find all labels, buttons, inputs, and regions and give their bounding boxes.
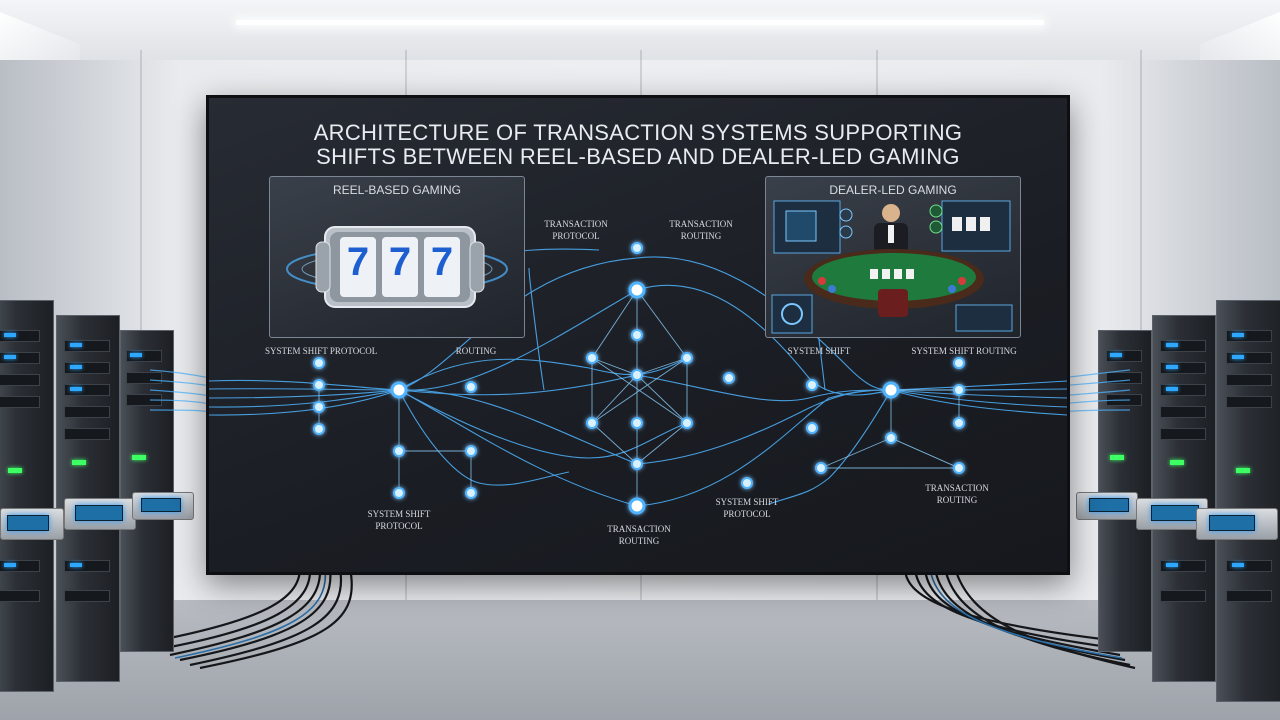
network-diagram	[209, 242, 1067, 515]
label-transaction-routing-center: TRANSACTION ROUTING	[607, 524, 671, 546]
reel-symbol: 7	[430, 240, 454, 284]
rack-console-left	[132, 492, 194, 520]
reel-symbol: 7	[346, 240, 370, 284]
display-screen: ARCHITECTURE OF TRANSACTION SYSTEMS SUPP…	[206, 95, 1070, 575]
label-system-shift-routing: SYSTEM SHIFT ROUTING	[911, 346, 1017, 356]
rack-console-left	[64, 498, 136, 530]
label-system-shift-protocol-mid: SYSTEM SHIFT PROTOCOL	[715, 497, 779, 519]
label-transaction-protocol: TRANSACTION PROTOCOL	[544, 219, 608, 241]
label-transaction-routing-right: TRANSACTION ROUTING	[925, 483, 989, 505]
server-rack-right-far	[1216, 300, 1280, 702]
label-routing: ROUTING	[455, 346, 497, 356]
reel-panel-title: REEL-BASED GAMING	[332, 183, 462, 197]
label-system-shift-protocol-left: SYSTEM SHIFT PROTOCOL	[265, 346, 378, 356]
reel-based-gaming-panel: REEL-BASED GAMING 7 7 7	[269, 176, 525, 338]
connection-lines	[209, 248, 1067, 507]
ceiling-light-strip	[236, 20, 1044, 25]
poster-title-line2: SHIFTS BETWEEN REEL-BASED AND DEALER-LED…	[316, 144, 960, 169]
slot-reel-illustration	[286, 226, 508, 308]
rack-console-right	[1076, 492, 1138, 520]
dealer-table-illustration	[771, 200, 1013, 334]
label-transaction-routing-top: TRANSACTION ROUTING	[669, 219, 733, 241]
poster-title-line1: ARCHITECTURE OF TRANSACTION SYSTEMS SUPP…	[313, 120, 963, 145]
rack-console-right	[1196, 508, 1278, 540]
rack-console-left	[0, 508, 64, 540]
label-system-shift-protocol-low: SYSTEM SHIFT PROTOCOL	[367, 509, 431, 531]
label-system-shift: SYSTEM SHIFT	[787, 346, 851, 356]
reel-symbol: 7	[388, 240, 412, 284]
dealer-led-gaming-panel: DEALER-LED GAMING	[765, 176, 1021, 338]
mesh-lines	[318, 289, 960, 506]
network-nodes	[313, 242, 965, 515]
server-rack-left-far	[0, 300, 54, 692]
dealer-panel-title: DEALER-LED GAMING	[829, 183, 957, 197]
ceiling	[0, 0, 1280, 66]
